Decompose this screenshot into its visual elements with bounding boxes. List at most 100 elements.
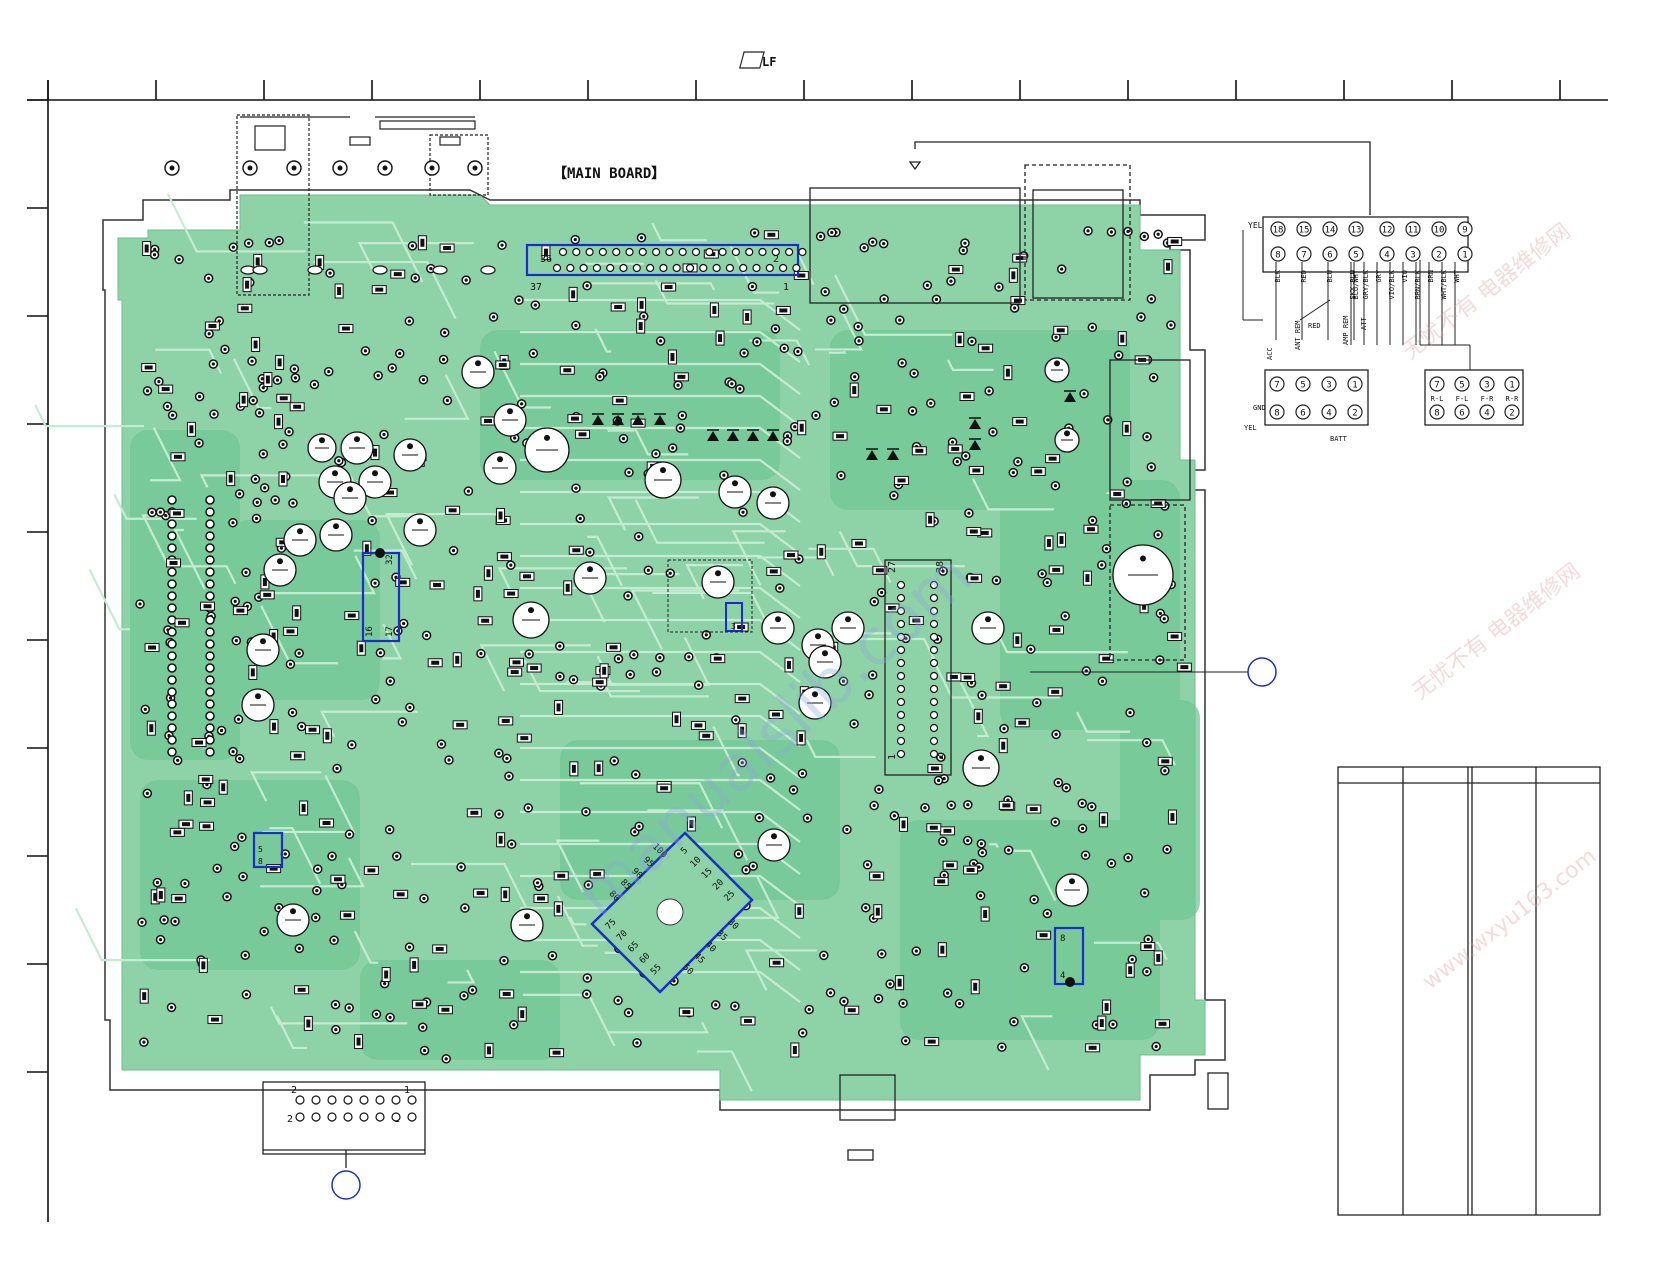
- pad-hole: [463, 906, 467, 910]
- pad-hole: [330, 854, 334, 858]
- smd-pad: [1099, 1019, 1104, 1028]
- header-pin: [691, 247, 701, 257]
- harness-pin: [1405, 221, 1421, 237]
- pad-hole: [533, 303, 537, 307]
- smd-pad: [1170, 239, 1179, 244]
- pad-hole: [520, 402, 524, 406]
- pad-hole: [155, 880, 159, 885]
- harness-pin-number: 4: [1484, 409, 1489, 419]
- smd-pad: [674, 715, 679, 724]
- harness-pin: [1429, 404, 1445, 420]
- smd-pad: [593, 871, 602, 876]
- smd-pad: [161, 387, 170, 392]
- trace: [520, 810, 801, 843]
- pad-hole: [1104, 547, 1109, 551]
- pad-hole: [1106, 418, 1110, 422]
- pad-hole: [335, 766, 339, 771]
- pad: [205, 663, 215, 673]
- pad-hole: [616, 657, 621, 661]
- smd-pad: [875, 568, 884, 573]
- smd-pad: [276, 417, 281, 426]
- pad: [205, 555, 215, 565]
- pad-hole: [370, 519, 374, 523]
- pad-hole: [233, 844, 237, 849]
- cap-lead: [497, 456, 503, 463]
- smd-pad: [602, 666, 607, 675]
- smd-pad: [1154, 501, 1163, 506]
- pad-hole: [744, 868, 748, 872]
- pad-hole: [898, 318, 902, 322]
- pad: [167, 747, 177, 757]
- pad-hole: [443, 331, 447, 335]
- pad-hole: [856, 325, 860, 329]
- smd-pad: [341, 326, 350, 331]
- smd-pad: [356, 1037, 361, 1046]
- pad: [205, 723, 215, 733]
- harness-pin: [1295, 376, 1311, 392]
- smd-pad: [195, 740, 204, 745]
- jack-center: [291, 165, 297, 171]
- smd-pad: [498, 835, 503, 844]
- pad-hole: [244, 992, 249, 997]
- signal-label: ACC: [1266, 347, 1274, 360]
- cap-lead: [255, 693, 261, 700]
- harness-pin-number: 3: [1484, 381, 1489, 391]
- smd-pad: [670, 353, 675, 362]
- cap-lead: [715, 570, 721, 577]
- pad-hole: [687, 655, 691, 659]
- pad-hole: [977, 865, 981, 869]
- smd-pad: [946, 863, 955, 868]
- harness-pin: [1479, 404, 1495, 420]
- wire-label: BLU/WHT: [1352, 269, 1360, 299]
- pad-hole: [337, 459, 341, 463]
- header-pin: [765, 263, 774, 273]
- trace: [520, 778, 801, 811]
- bottom-conn-pin-2b: 2: [287, 1114, 293, 1125]
- pad-hole: [177, 257, 181, 262]
- trace: [357, 242, 474, 273]
- smd-pad: [912, 618, 921, 623]
- pad: [167, 591, 177, 601]
- pad-hole: [1117, 353, 1121, 357]
- socket-pin: [929, 736, 939, 746]
- signal-label: AMP REM: [1342, 315, 1350, 345]
- smd-pad: [210, 1017, 219, 1022]
- pad-hole: [949, 803, 953, 807]
- pad-hole: [949, 279, 953, 283]
- wire-label: BRN: [1427, 270, 1435, 283]
- harness-pin-number: 2: [1509, 409, 1514, 419]
- harness-pin-number: 5: [1300, 381, 1305, 391]
- signal-label: GND: [1253, 404, 1266, 412]
- pad-hole: [627, 470, 631, 475]
- pad-hole: [333, 1003, 338, 1007]
- pad-hole: [1086, 229, 1090, 233]
- header-pin: [579, 263, 588, 273]
- trace: [603, 682, 709, 698]
- pad-hole: [997, 285, 1001, 289]
- jack-center: [247, 165, 253, 171]
- trace: [520, 970, 801, 1003]
- trace: [173, 528, 206, 590]
- pad-hole: [260, 377, 264, 381]
- pad-hole: [1156, 533, 1160, 537]
- pad-hole: [1145, 435, 1149, 439]
- smd-pad: [677, 374, 686, 379]
- header-pin: [784, 247, 794, 257]
- harness-pin-number: 2: [1436, 251, 1441, 261]
- jack-center: [337, 165, 343, 171]
- jack-center: [472, 165, 478, 171]
- header-pin: [606, 263, 615, 273]
- pad-hole: [814, 413, 818, 418]
- pad-hole: [263, 486, 267, 490]
- smd-pad: [929, 825, 938, 830]
- cap-lead: [417, 518, 423, 525]
- harness-pin-number: 4: [1384, 251, 1389, 261]
- pad-hole: [900, 361, 904, 365]
- conn-pin: [391, 1095, 401, 1105]
- pad-hole: [942, 873, 946, 877]
- pad: [205, 615, 215, 625]
- diode: [612, 415, 624, 425]
- pad-hole: [1053, 820, 1057, 824]
- ic-mid-pin-3: 3: [731, 622, 736, 631]
- diode: [654, 415, 666, 425]
